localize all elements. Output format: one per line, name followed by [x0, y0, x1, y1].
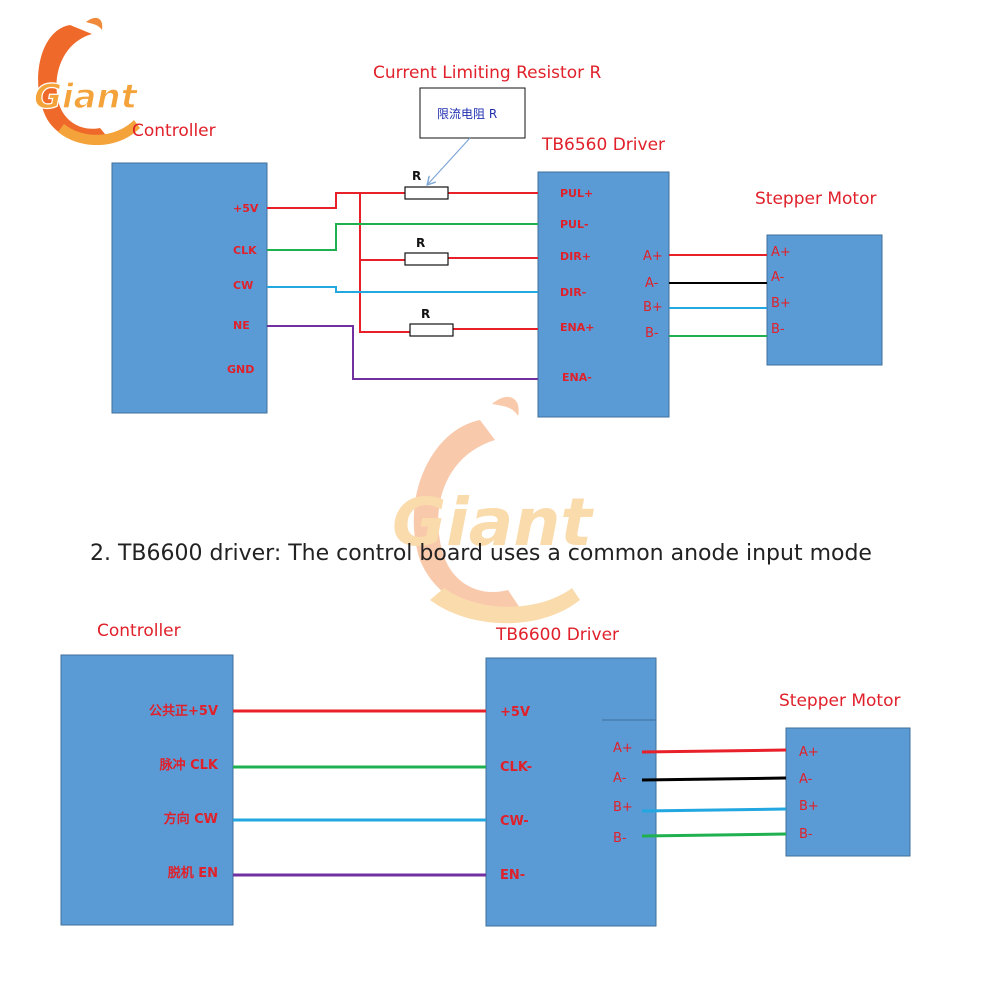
tb6600-out-b-minus: B- [613, 831, 627, 846]
tb6560-pin-pul-plus: PUL+ [560, 187, 593, 200]
tb6560-out-b-minus: B- [645, 326, 659, 341]
tb6560-driver-box [537, 171, 670, 418]
section2-wires [233, 709, 787, 877]
tb6560-out-a-minus: A- [645, 276, 659, 291]
motor2-box [785, 727, 911, 857]
controller2-box [60, 654, 234, 926]
resistor-callout-box [419, 87, 526, 139]
motor1-pin-b-plus: B+ [771, 296, 791, 311]
resistor-callout-title: Current Limiting Resistor R [373, 63, 601, 83]
motor2-pin-a-plus: A+ [799, 745, 819, 760]
tb6600-pin-cw: CW- [500, 814, 529, 829]
motor1-pin-a-minus: A- [771, 270, 785, 285]
logo-text: Giant [34, 77, 139, 117]
motor1-pin-a-plus: A+ [771, 245, 791, 260]
resistor-callout-box-label: 限流电阻 R [437, 107, 497, 121]
section1-wires [267, 192, 767, 380]
controller-pin-5v: +5V [233, 202, 259, 215]
wire-5v-bus [359, 193, 410, 333]
tb6560-pin-dir-minus: DIR- [560, 286, 586, 299]
motor2-pin-b-plus: B+ [799, 799, 819, 814]
tb6600-pin-en: EN- [500, 868, 525, 883]
controller-pin-gnd: GND [227, 363, 254, 376]
logo-top-left: Giant [33, 17, 140, 146]
controller-pin-cw: CW [233, 279, 253, 292]
controller2-pin-5v: 公共正+5V [149, 703, 218, 719]
resistor-1-label: R [412, 169, 421, 183]
wire-5v-pul [267, 192, 405, 209]
resistor-3-label: R [421, 307, 430, 321]
controller2-title: Controller [97, 621, 181, 641]
tb6600-out-b-plus: B+ [613, 800, 633, 815]
tb6600-pin-clk: CLK- [500, 760, 532, 775]
tb6600-out-a-minus: A- [613, 771, 627, 786]
wire-clk [267, 223, 538, 251]
tb6600-driver-title: TB6600 Driver [495, 625, 619, 645]
logo-watermark-text: Giant [392, 484, 594, 561]
motor1-pin-b-minus: B- [771, 322, 785, 337]
controller-pin-ne: NE [233, 319, 250, 332]
wire2-a-minus [641, 776, 787, 782]
wire2-b-plus [641, 807, 787, 813]
controller2-pin-clk: 脉冲 CLK [159, 757, 219, 773]
tb6560-out-a-plus: A+ [643, 249, 663, 264]
tb6600-driver-box [485, 657, 657, 927]
controller2-pin-en: 脱机 EN [168, 865, 218, 881]
wire2-a-plus [641, 748, 787, 754]
tb6600-out-a-plus: A+ [613, 741, 633, 756]
motor2-title: Stepper Motor [779, 691, 900, 711]
resistor-callout-arrow [428, 137, 471, 184]
section2-heading: 2. TB6600 driver: The control board uses… [90, 541, 872, 566]
tb6560-pin-ena-plus: ENA+ [560, 321, 594, 334]
controller2-pin-cw: 方向 CW [164, 811, 218, 827]
logo-watermark-center: Giant [392, 396, 594, 624]
wire-ne [267, 325, 538, 380]
controller-title: Controller [132, 121, 216, 141]
tb6600-pin-5v: +5V [500, 705, 530, 720]
wire-cw [267, 286, 538, 293]
controller-pin-clk: CLK [233, 244, 257, 257]
resistor-3 [409, 323, 454, 337]
tb6560-pin-dir-plus: DIR+ [560, 250, 591, 263]
motor1-box [766, 234, 883, 366]
tb6560-pin-pul-minus: PUL- [560, 218, 589, 231]
tb6560-driver-title: TB6560 Driver [541, 135, 665, 155]
motor2-pin-b-minus: B- [799, 827, 813, 842]
controller-box [111, 162, 268, 414]
wire2-b-minus [641, 832, 787, 838]
motor2-pin-a-minus: A- [799, 772, 813, 787]
tb6560-pin-ena-minus: ENA- [562, 371, 592, 384]
resistor-2-label: R [416, 236, 425, 250]
motor1-title: Stepper Motor [755, 189, 876, 209]
resistor-2 [404, 252, 449, 266]
resistor-1 [404, 186, 449, 200]
tb6560-out-b-plus: B+ [643, 300, 663, 315]
